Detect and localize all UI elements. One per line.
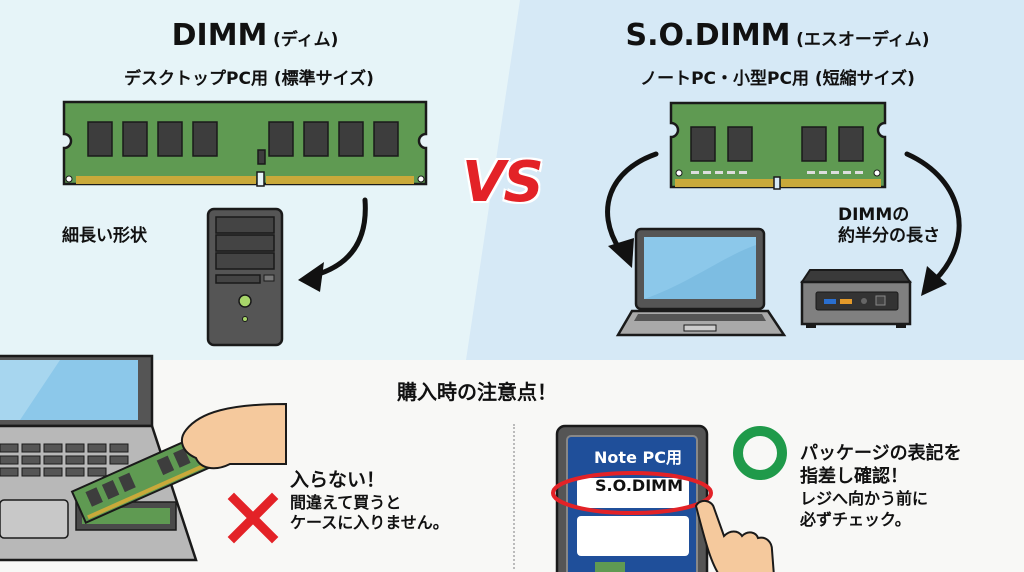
sodimm-title: S.O.DIMM (エスオーディム) [590, 18, 965, 53]
ok-line1: レジへ向かう前に [800, 488, 929, 508]
sodimm-title-main: S.O.DIMM [625, 18, 791, 53]
ng-head: 入らない！ [290, 469, 386, 491]
laptop-insert-illustration [0, 354, 287, 562]
sodimm-subtitle: ノートPC・小型PC用 (短縮サイズ) [640, 69, 915, 89]
sodimm-length-label-line1: DIMMの [838, 205, 910, 225]
dimm-title-reading: (ディム) [273, 30, 339, 50]
ng-description: 入らない！ 間違えて買うと ケースに入りません。 [290, 468, 449, 534]
ok-description: パッケージの表記を 指差し確認！ レジへ向かう前に 必ずチェック。 [800, 442, 962, 530]
sodimm-length-label-line2: 約半分の長さ [838, 226, 940, 247]
package-top-label: Note PC用 [594, 448, 682, 467]
pointing-hand-icon [694, 500, 775, 572]
ng-line2: ケースに入りません。 [290, 513, 449, 533]
minipc-arrow-icon [904, 151, 962, 296]
desktop-tower-icon [206, 207, 284, 347]
dimm-subtitle: デスクトップPC用 (標準サイズ) [124, 69, 374, 89]
laptop-icon [615, 227, 787, 337]
dimm-shape-label: 細長い形状 [62, 226, 147, 246]
dimm-title: DIMM (ディム) [150, 18, 360, 53]
cross-mark-icon [227, 492, 279, 544]
circle-mark-icon [733, 426, 787, 480]
dimm-title-main: DIMM [171, 18, 268, 53]
vs-label: VS [462, 150, 544, 215]
mini-pc-icon [800, 269, 912, 328]
caution-title: 購入時の注意点！ [397, 380, 557, 404]
dimm-arrow-icon [298, 197, 368, 292]
section-divider [513, 424, 515, 569]
ng-line1: 間違えて買うと [290, 492, 402, 512]
laptop-arrow-icon [605, 151, 659, 268]
sodimm-length-label: DIMMの 約半分の長さ [838, 205, 940, 248]
dimm-module-illustration [62, 100, 428, 187]
sodimm-module-illustration [669, 101, 887, 190]
ok-head-line2: 指差し確認！ [800, 466, 908, 488]
ok-line2: 必ずチェック。 [800, 509, 911, 529]
sodimm-title-reading: (エスオーディム) [796, 30, 930, 50]
ok-head-line1: パッケージの表記を [800, 443, 962, 464]
memory-package-illustration [551, 424, 713, 572]
package-main-label: S.O.DIMM [594, 476, 683, 495]
